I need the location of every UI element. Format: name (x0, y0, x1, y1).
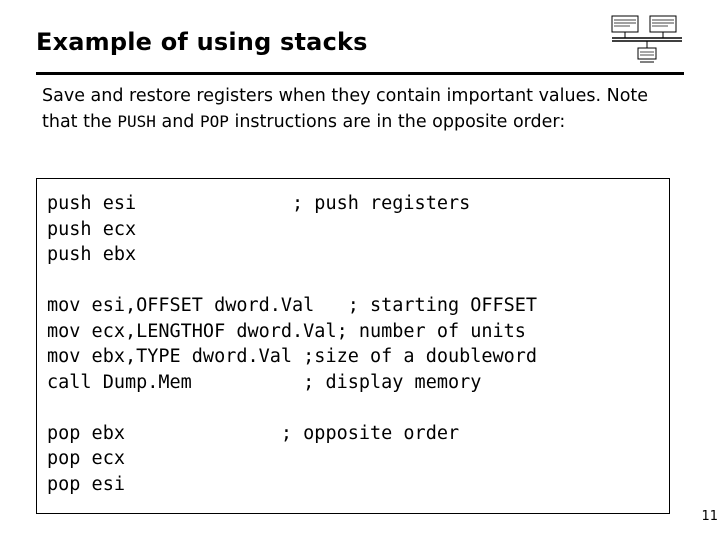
page-title: Example of using stacks (36, 28, 368, 56)
intro-paragraph: Save and restore registers when they con… (42, 84, 672, 135)
intro-keyword-push: PUSH (117, 112, 156, 131)
intro-text-part3: instructions are in the opposite order: (228, 112, 566, 132)
intro-text-part2: and (155, 112, 200, 132)
title-divider (36, 72, 684, 75)
code-block: push esi ; push registers push ecx push … (36, 178, 670, 514)
code-listing: push esi ; push registers push ecx push … (47, 193, 538, 495)
logo-icon (610, 14, 684, 64)
page-number: 11 (701, 509, 718, 524)
intro-keyword-pop: POP (199, 112, 229, 131)
intro-text-part1: Save and restore registers when they con… (42, 86, 649, 132)
